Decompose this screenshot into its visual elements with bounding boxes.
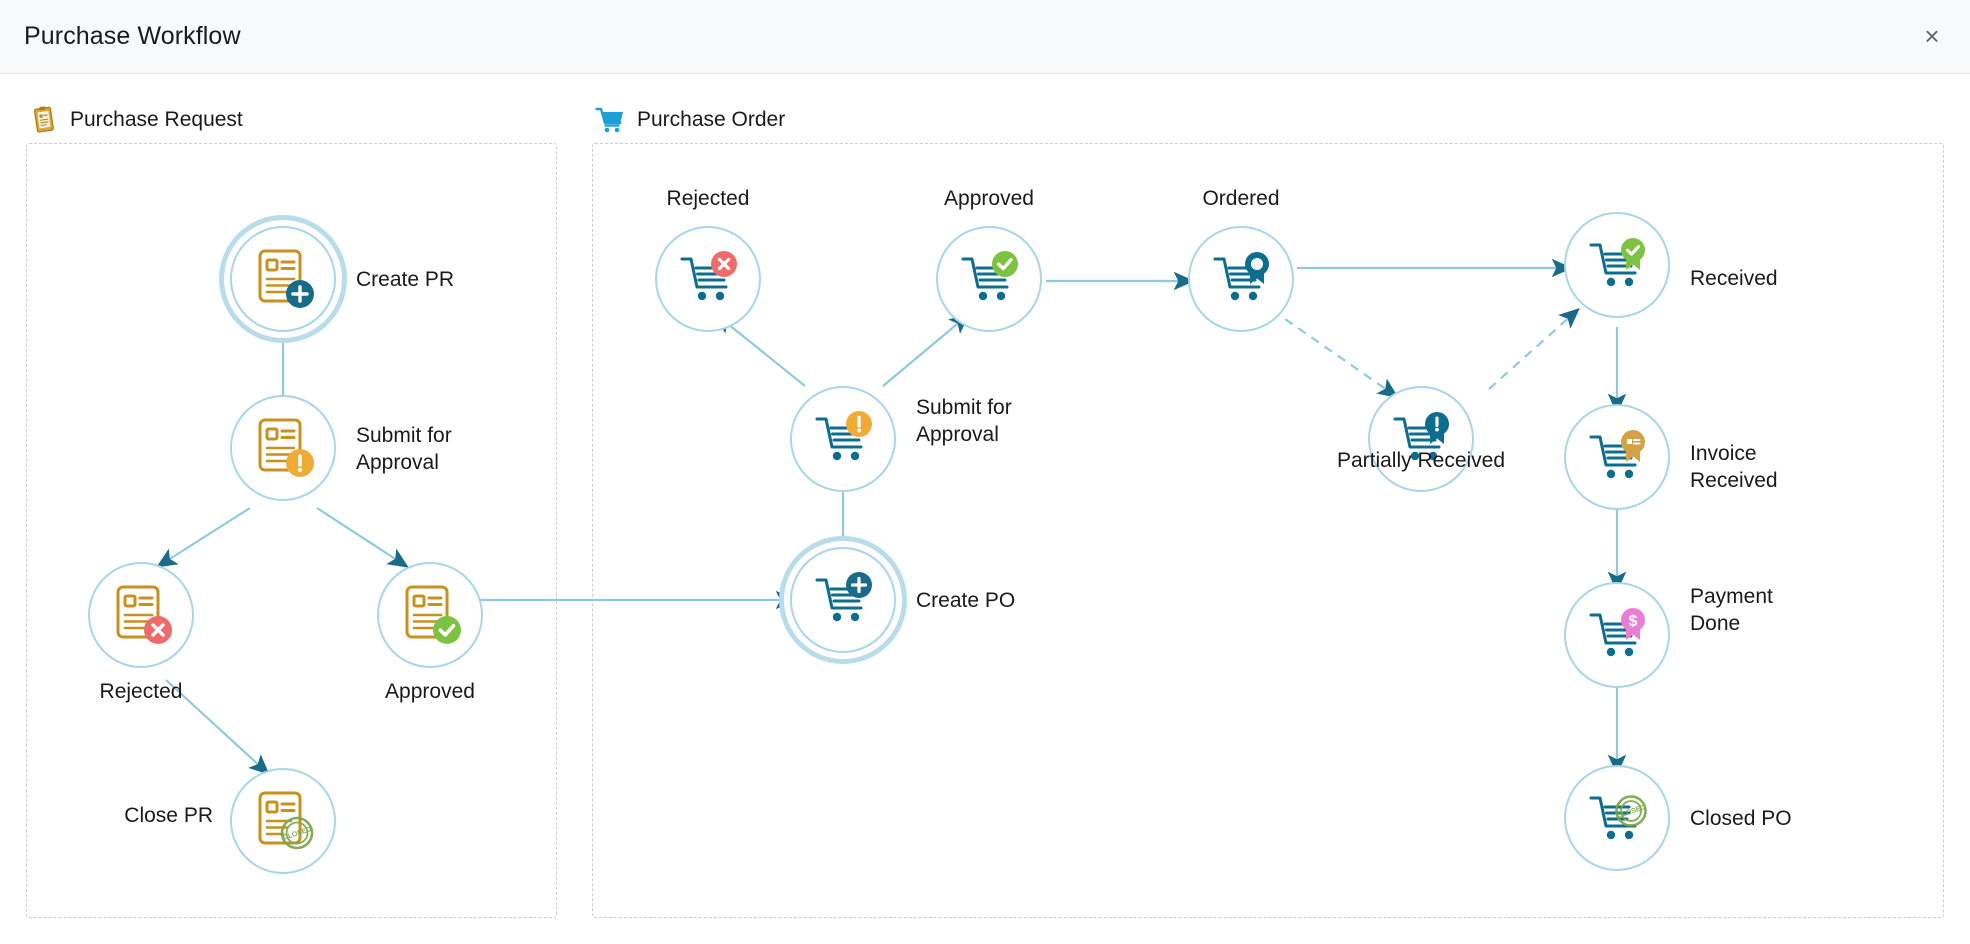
exclamation-badge	[286, 449, 314, 477]
ribbon-warn-badge	[1425, 412, 1449, 444]
label-po-received: Received	[1690, 267, 1778, 290]
label-po-rejected: Rejected	[666, 187, 750, 210]
label-po-create: Create PO	[916, 589, 1016, 612]
ribbon-invoice-badge	[1621, 430, 1645, 462]
ribbon-teal-badge	[1245, 252, 1269, 284]
document-clipboard-icon	[32, 106, 58, 134]
node-po-rejected[interactable]	[655, 226, 761, 332]
node-po-partial[interactable]	[1368, 386, 1474, 492]
node-pr-submit[interactable]	[230, 395, 336, 501]
node-po-payment[interactable]: $	[1564, 582, 1670, 688]
dialog-title: Purchase Workflow	[24, 22, 241, 50]
cross-badge	[144, 616, 172, 644]
label-po-invoice: Invoice Received	[1690, 442, 1778, 492]
node-po-received[interactable]	[1564, 212, 1670, 318]
panel-purchase-request	[26, 143, 557, 918]
ribbon-check-badge	[1621, 238, 1645, 270]
close-icon[interactable]: ×	[1910, 14, 1954, 58]
document-icon	[394, 579, 466, 651]
stamp-badge: CLOSED	[280, 816, 314, 850]
cart-icon: CLOSED	[1581, 782, 1653, 854]
label-pr-close: Close PR	[124, 804, 213, 827]
panel-purchase-order	[592, 143, 1944, 918]
node-pr-approved[interactable]	[377, 562, 483, 668]
svg-text:$: $	[1629, 613, 1638, 630]
cart-icon	[807, 403, 879, 475]
cart-icon	[1385, 403, 1457, 475]
document-icon: CLOSED	[247, 785, 319, 857]
section-label-purchase-order: Purchase Order	[637, 108, 786, 131]
cart-icon	[1205, 243, 1277, 315]
document-icon	[247, 243, 319, 315]
label-pr-approved: Approved	[385, 680, 475, 703]
label-po-closed: Closed PO	[1690, 807, 1792, 830]
plus-badge	[846, 572, 872, 598]
document-icon	[247, 412, 319, 484]
cart-icon	[1581, 421, 1653, 493]
node-po-submit[interactable]	[790, 386, 896, 492]
stamp-badge: CLOSED	[1615, 795, 1647, 827]
node-po-approved[interactable]	[936, 226, 1042, 332]
node-po-create[interactable]	[790, 547, 896, 653]
check-badge	[992, 251, 1018, 277]
plus-badge	[286, 280, 314, 308]
cross-badge	[711, 251, 737, 277]
section-label-purchase-request: Purchase Request	[70, 108, 243, 131]
node-po-invoice[interactable]	[1564, 404, 1670, 510]
node-pr-close[interactable]: CLOSED	[230, 768, 336, 874]
node-po-closed[interactable]: CLOSED	[1564, 765, 1670, 871]
label-pr-submit: Submit for Approval	[356, 424, 452, 474]
label-po-approved: Approved	[944, 187, 1034, 210]
node-pr-rejected[interactable]	[88, 562, 194, 668]
label-po-partial: Partially Received	[1336, 449, 1506, 472]
label-po-payment: Payment Done	[1690, 585, 1773, 635]
label-po-ordered: Ordered	[1202, 187, 1280, 210]
exclamation-badge	[846, 411, 872, 437]
cart-icon	[953, 243, 1025, 315]
cart-icon: $	[1581, 599, 1653, 671]
document-icon	[105, 579, 177, 651]
check-badge	[433, 616, 461, 644]
cart-icon	[807, 564, 879, 636]
label-pr-rejected: Rejected	[99, 680, 183, 703]
label-pr-create: Create PR	[356, 268, 455, 291]
ribbon-money-badge: $	[1621, 608, 1645, 640]
section-header-purchase-order: Purchase Order	[595, 106, 785, 134]
cart-icon	[672, 243, 744, 315]
dialog-titlebar: Purchase Workflow ×	[0, 0, 1970, 74]
cart-icon	[1581, 229, 1653, 301]
label-po-submit: Submit for Approval	[916, 396, 1012, 446]
node-po-ordered[interactable]	[1188, 226, 1294, 332]
shopping-cart-icon	[595, 106, 625, 134]
section-header-purchase-request: Purchase Request	[32, 106, 243, 134]
node-pr-create[interactable]	[230, 226, 336, 332]
